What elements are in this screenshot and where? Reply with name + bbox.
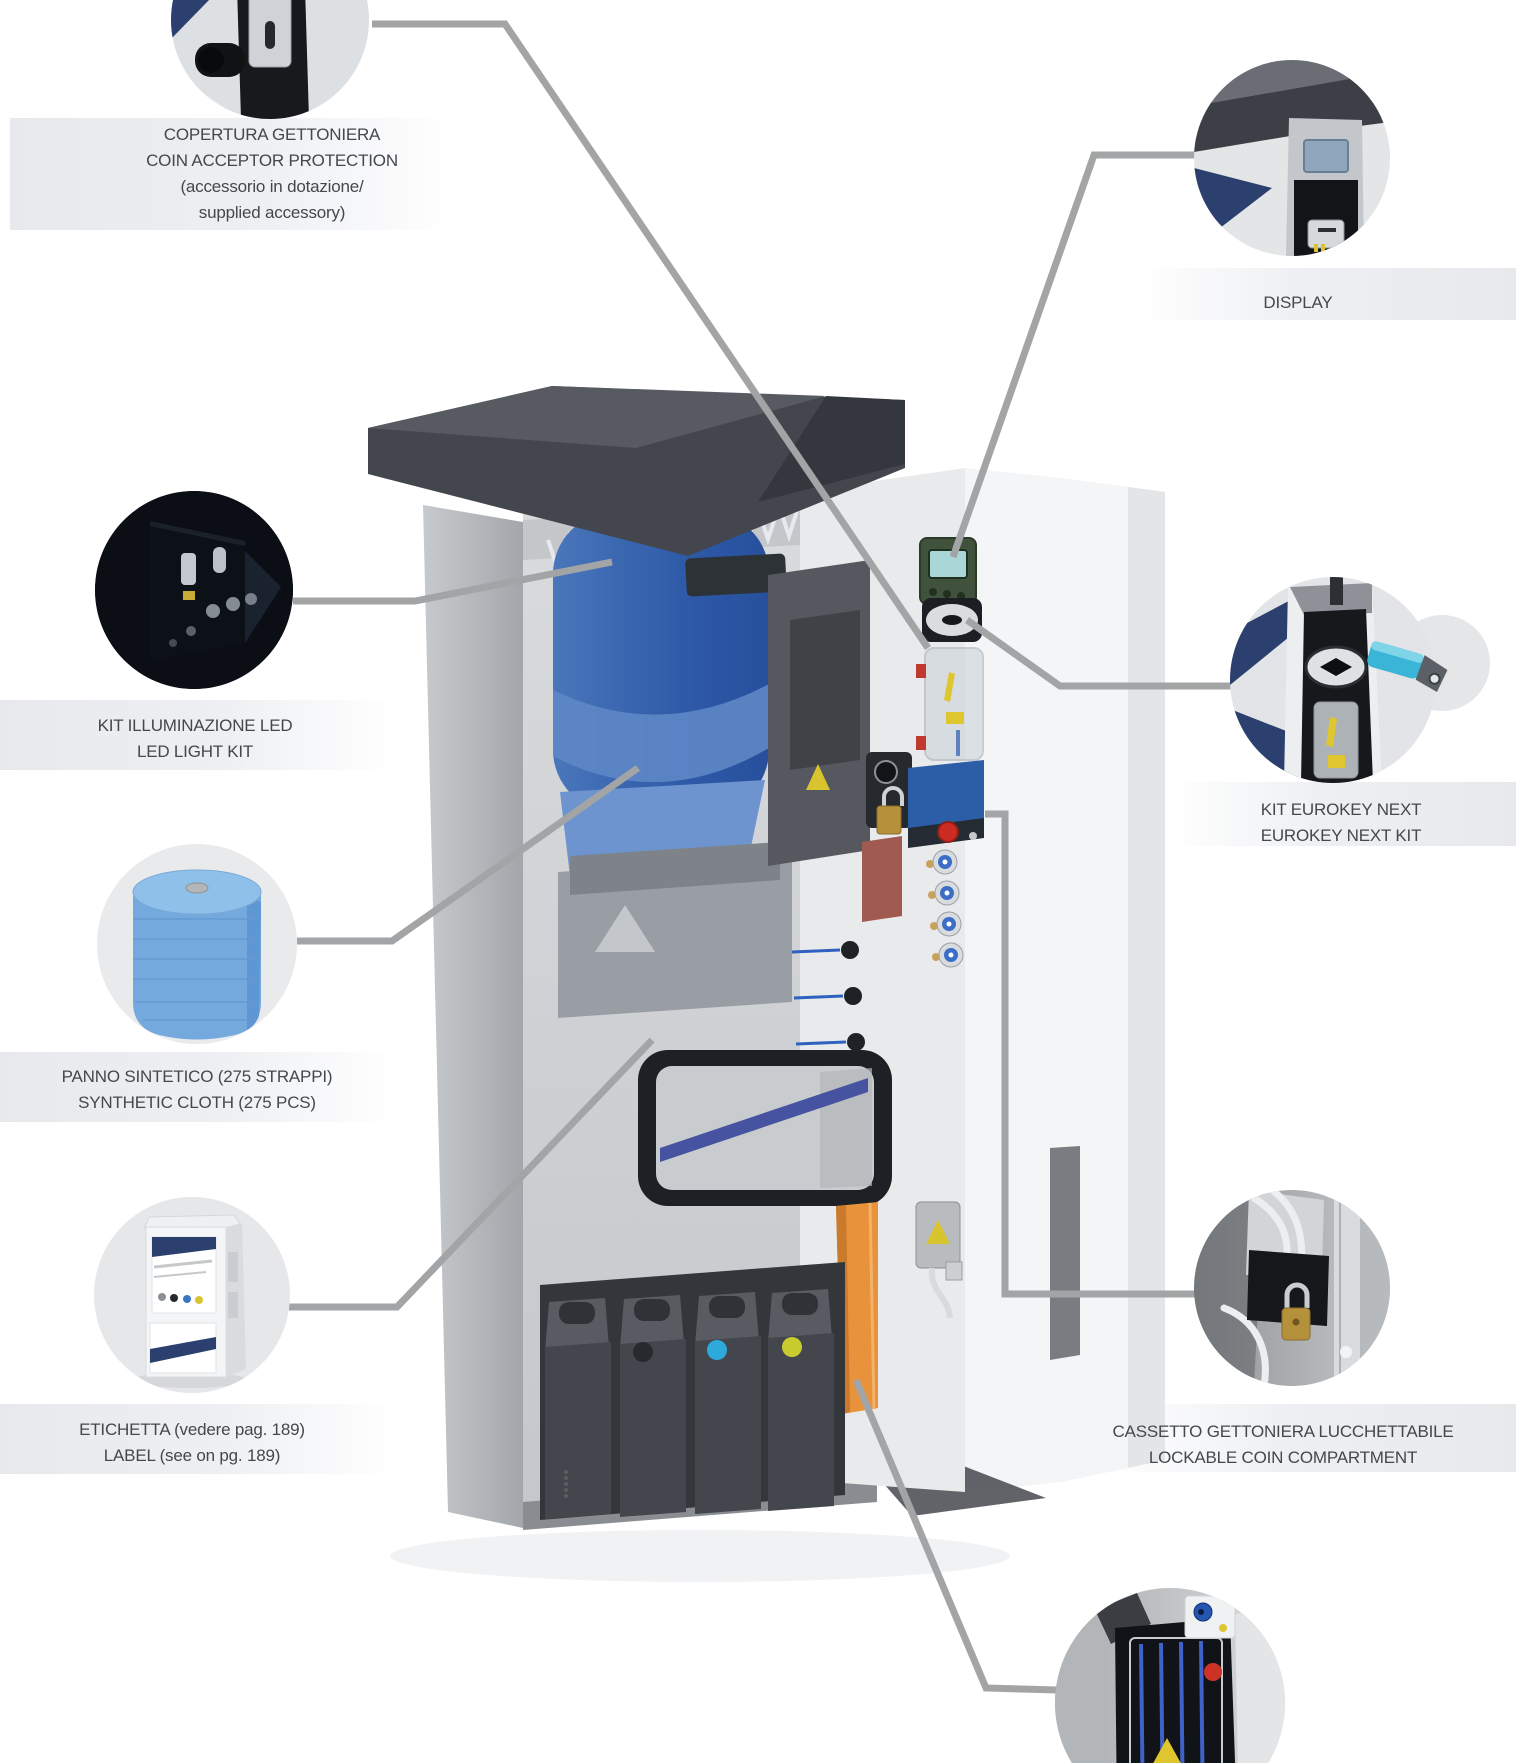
callout-label-line: EUROKEY NEXT KIT [1260, 826, 1422, 845]
coin-acceptor-cover [916, 647, 984, 761]
leader-display [949, 151, 1196, 559]
callout-label-coin-acceptor-protection: COPERTURA GETTONIERA COIN ACCEPTOR PROTE… [77, 122, 467, 226]
container-dot-gray [633, 1342, 653, 1362]
label-bar-display [1135, 268, 1516, 320]
door-lock [866, 752, 912, 835]
leader-eurokey-kit [964, 617, 1232, 690]
callout-photo-led-light-kit [95, 491, 293, 689]
machine-floor-shadow [390, 1530, 1010, 1582]
label-bar-coin-acceptor-protection [10, 118, 455, 230]
callout-label-line: LOCKABLE COIN COMPARTMENT [1148, 1448, 1418, 1467]
pump-unit [915, 1201, 963, 1319]
container-dot-yellow [782, 1337, 802, 1357]
cloth-roll [553, 512, 787, 812]
leader-label-sticker [289, 1037, 655, 1311]
callout-label-label-sticker: ETICHETTA (vedere pag. 189) LABEL (see o… [0, 1417, 384, 1469]
callout-label-led-light-kit: KIT ILLUMINAZIONE LED LED LIGHT KIT [0, 713, 390, 765]
leader-coin-acceptor-protection [372, 20, 931, 650]
leader-synthetic-cloth [297, 765, 641, 945]
cloth-roll-photo [132, 869, 262, 1040]
display-screen [928, 549, 968, 579]
label-bar-eurokey-kit [1168, 782, 1516, 846]
red-knob [1204, 1663, 1222, 1681]
heater-panel [1115, 1618, 1236, 1763]
callout-label-line: KIT EUROKEY NEXT [1260, 800, 1422, 819]
callout-label-line: COIN ACCEPTOR PROTECTION [146, 151, 398, 170]
warning-triangle-icon [595, 905, 655, 952]
callout-label-synthetic-cloth: PANNO SINTETICO (275 STRAPPI) SYNTHETIC … [2, 1064, 392, 1116]
callout-label-line: SYNTHETIC CLOTH (275 PCS) [78, 1093, 316, 1112]
vent-dots [564, 1470, 568, 1498]
callout-label-line: COPERTURA GETTONIERA [163, 125, 381, 144]
leader-led-light-kit [293, 558, 613, 605]
machine-roof [368, 386, 905, 556]
warning-triangle-icon [926, 1220, 950, 1244]
navy-stripe [152, 1237, 216, 1257]
machine-illustration [368, 386, 1165, 1582]
leader-coin-compartment [985, 810, 1196, 1298]
cloth-dispenser [558, 780, 792, 1018]
inspection-window [638, 1050, 892, 1206]
callout-label-line: (accessorio in dotazione/ [180, 177, 364, 196]
callout-photo-bottom-detail [1055, 1588, 1285, 1763]
callout-label-display: DISPLAY [1198, 290, 1398, 316]
label-bar-led-light-kit [0, 700, 395, 770]
callout-label-coin-compartment: CASSETTO GETTONIERA LUCCHETTABILE LOCKAB… [1083, 1419, 1483, 1471]
door-buttons [926, 821, 977, 968]
navy-stripe [150, 1337, 216, 1363]
label-bar-coin-compartment [1105, 1404, 1516, 1472]
coin-acceptor-device [195, 0, 309, 119]
callout-photo-coin-compartment [1194, 1190, 1390, 1386]
padlock-icon [1281, 1282, 1311, 1341]
label-bar-synthetic-cloth [0, 1052, 395, 1122]
emergency-button [937, 821, 959, 843]
container-dot-cyan [707, 1340, 727, 1360]
display-panel [1286, 118, 1364, 256]
callout-label-line: PANNO SINTETICO (275 STRAPPI) [61, 1067, 333, 1086]
interior-mechanism [768, 560, 931, 922]
callout-photo-synthetic-cloth [97, 844, 297, 1044]
callout-label-line: ETICHETTA (vedere pag. 189) [79, 1420, 305, 1439]
eurokey-key-fob [1367, 641, 1448, 692]
callout-photo-label-sticker [94, 1197, 290, 1393]
callout-label-line: CASSETTO GETTONIERA LUCCHETTABILE [1112, 1422, 1454, 1441]
program-button [926, 849, 958, 875]
chemical-containers [540, 1262, 845, 1520]
program-button [928, 880, 960, 906]
valve-box [1184, 1595, 1236, 1639]
warning-triangle-icon [806, 764, 830, 790]
program-button [930, 911, 962, 937]
leader-lines [289, 20, 1232, 1694]
callout-label-line: LABEL (see on pg. 189) [103, 1446, 281, 1465]
callout-photo-eurokey-kit [1230, 577, 1436, 783]
callout-label-line: LED LIGHT KIT [136, 742, 254, 761]
machine-left-panel [423, 505, 523, 1528]
leader-bottom-detail [852, 1378, 1058, 1694]
display-module [919, 537, 977, 605]
padlock-icon [876, 805, 902, 835]
illuminated-controls [169, 547, 257, 647]
warning-triangle-icon [1153, 1738, 1181, 1763]
key-reader [922, 598, 982, 642]
machine-door-open [877, 468, 1165, 1516]
coin-compartment-box [908, 760, 984, 848]
callout-label-line: DISPLAY [1263, 293, 1333, 312]
callout-label-eurokey-kit: KIT EUROKEY NEXT EUROKEY NEXT KIT [1166, 797, 1516, 849]
eurokey-reader [1290, 577, 1373, 783]
dispenser-knobs [791, 941, 865, 1051]
callout-label-line: KIT ILLUMINAZIONE LED [97, 716, 293, 735]
program-button [932, 942, 964, 968]
label-dispenser-box [134, 1214, 246, 1388]
blue-tubes [1139, 1640, 1205, 1763]
label-bar-label-sticker [0, 1404, 395, 1474]
callout-photo-display [1194, 60, 1390, 256]
callout-label-line: supplied accessory) [198, 203, 346, 222]
